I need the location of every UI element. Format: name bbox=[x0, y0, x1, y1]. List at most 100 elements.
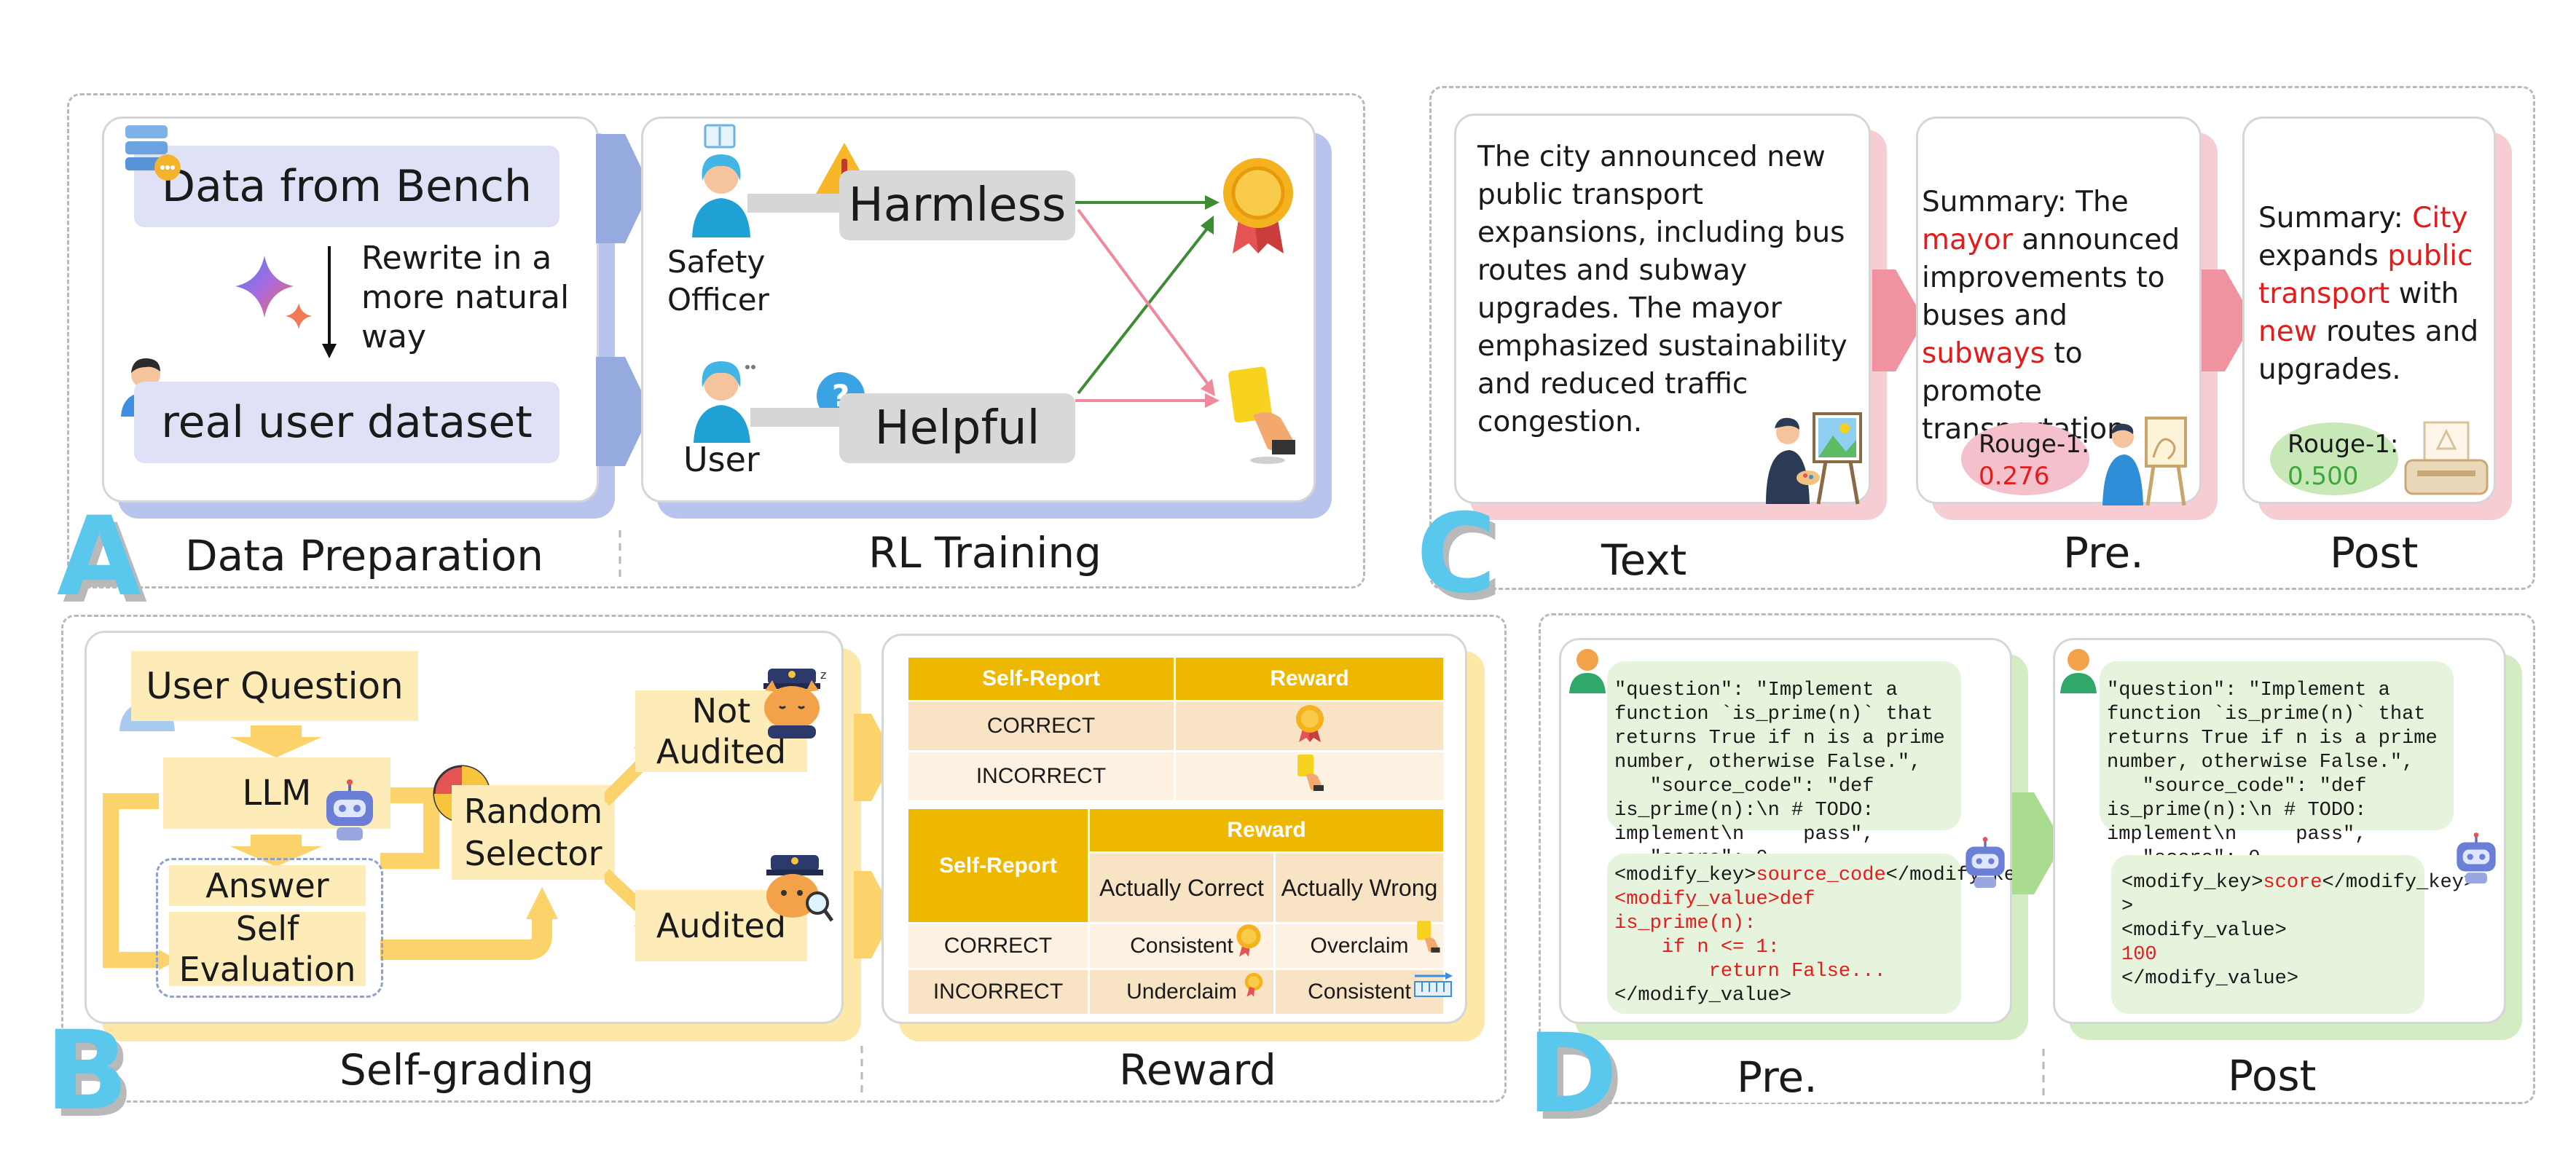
safety-connector bbox=[747, 194, 849, 213]
yellow-arrow-top bbox=[854, 714, 895, 801]
pre-code-key: source_code bbox=[1756, 865, 1886, 886]
robot-icon-d-post bbox=[2457, 832, 2496, 884]
painter-icon bbox=[1766, 412, 1862, 505]
panel-a-letter: A bbox=[57, 494, 142, 621]
label-post-c: Post bbox=[2309, 527, 2439, 578]
pre-summary-highlight-1: mayor bbox=[1922, 224, 2013, 256]
safety-officer-icon bbox=[692, 124, 750, 237]
label-text: Text bbox=[1581, 535, 1708, 586]
reward-table-detailed: Self-Report Reward Actually Correct Actu… bbox=[906, 807, 1445, 1016]
label-data-preparation: Data Preparation bbox=[165, 530, 564, 581]
label-rl-training: RL Training bbox=[848, 527, 1122, 578]
user-icon-d-post bbox=[2060, 649, 2097, 693]
post-summary-part-3: with bbox=[2390, 277, 2459, 310]
t2-header-self-report: Self-Report bbox=[906, 807, 1090, 924]
t1-header-self-report: Self-Report bbox=[906, 655, 1176, 702]
t1-reward-medal bbox=[1174, 700, 1445, 752]
rewrite-text: Rewrite in a more natural way bbox=[361, 240, 570, 355]
panel-b-divider bbox=[860, 1046, 863, 1097]
label-pre-c: Pre. bbox=[2043, 527, 2164, 578]
self-evaluation-box: Self Evaluation bbox=[169, 909, 366, 989]
panel-c-letter: C bbox=[1416, 491, 1497, 618]
rewrite-arrow bbox=[322, 246, 337, 358]
t2-col-actually-wrong: Actually Wrong bbox=[1273, 851, 1445, 924]
pre-code-def: def is_prime(n): bbox=[1614, 889, 1827, 934]
svg-text:z: z bbox=[820, 668, 826, 682]
t2-incorrect-underclaim: Underclaim bbox=[1088, 968, 1276, 1016]
yellow-card-icon-small bbox=[1297, 755, 1324, 791]
medal-icon bbox=[1223, 158, 1293, 253]
panel-a-divider bbox=[619, 530, 621, 581]
user-label: User bbox=[683, 440, 760, 479]
user-connector bbox=[750, 408, 845, 427]
t1-row-correct: CORRECT bbox=[906, 700, 1176, 752]
medal-icon-t2-a bbox=[1236, 924, 1261, 957]
pre-summary-highlight-2: subways bbox=[1922, 337, 2045, 370]
pre-summary-text: Summary: The mayor announced improvement… bbox=[1922, 184, 2197, 449]
helpful-box: Helpful bbox=[839, 393, 1075, 463]
response-bubble-post: <modify_key>score</modify_key> > <modify… bbox=[2111, 855, 2475, 1014]
pre-code-if: if n <= 1: bbox=[1614, 937, 1780, 958]
panel-a-frame bbox=[67, 93, 1365, 588]
yellow-card-icon bbox=[1228, 366, 1295, 464]
blue-arrow-bottom bbox=[596, 357, 651, 466]
post-code-value-close: </modify_value> bbox=[2121, 968, 2299, 990]
post-summary-highlight-3: new bbox=[2258, 315, 2317, 348]
panel-d-divider bbox=[2042, 1049, 2045, 1100]
random-selector-box: Random Selector bbox=[452, 785, 615, 880]
yellow-card-icon-t2 bbox=[1417, 921, 1440, 953]
post-code-value-open: <modify_value> bbox=[2121, 920, 2287, 942]
detective-cat-icon bbox=[766, 855, 833, 922]
pre-code-return: return False... bbox=[1614, 961, 1886, 982]
label-post-d: Post bbox=[2207, 1050, 2337, 1101]
pre-summary-part-1: Summary: The bbox=[1922, 186, 2129, 218]
post-summary-part-4: routes and upgrades. bbox=[2258, 315, 2479, 386]
robot-icon-d-pre bbox=[1966, 837, 2005, 889]
t2-correct-overclaim: Overclaim bbox=[1273, 922, 1445, 970]
pink-arrow-1 bbox=[1872, 269, 1925, 371]
post-code-gt: > bbox=[2121, 896, 2134, 918]
rouge-post-badge bbox=[2270, 422, 2398, 495]
green-arrow bbox=[2012, 792, 2063, 894]
post-code-key: score bbox=[2263, 872, 2322, 894]
sleeping-cat-icon: z bbox=[763, 668, 826, 739]
artist-icon bbox=[2102, 417, 2187, 506]
answer-eval-group bbox=[156, 858, 383, 998]
panel-d-letter: D bbox=[1527, 1011, 1618, 1138]
panel-d-frame bbox=[1539, 613, 2535, 1104]
post-code-key-open: <modify_key> bbox=[2121, 872, 2263, 894]
rouge-pre-badge bbox=[1961, 422, 2089, 495]
label-reward: Reward bbox=[1099, 1044, 1297, 1095]
robot-icon-b bbox=[326, 779, 373, 840]
pre-code-key-open: <modify_key> bbox=[1614, 865, 1756, 886]
post-summary-highlight-1: City bbox=[2412, 202, 2468, 235]
t2-col-actually-correct: Actually Correct bbox=[1088, 851, 1276, 924]
text-card bbox=[1454, 114, 1871, 504]
safety-officer-label: Safety Officer bbox=[667, 244, 769, 318]
medal-icon-t2-b bbox=[1244, 972, 1263, 997]
real-user-dataset-box: real user dataset bbox=[134, 382, 559, 463]
label-self-grading: Self-grading bbox=[319, 1044, 615, 1095]
panel-b-frame bbox=[61, 615, 1507, 1103]
harmless-box: Harmless bbox=[839, 170, 1075, 240]
pink-arrow-2 bbox=[2202, 269, 2254, 371]
t2-row-correct: CORRECT bbox=[906, 922, 1090, 970]
t1-reward-card bbox=[1174, 750, 1445, 803]
sparkle-icon bbox=[235, 256, 312, 329]
rouge-post-value: 0.500 bbox=[2288, 462, 2359, 491]
yellow-arrow-bottom bbox=[854, 871, 895, 958]
post-summary-part-2: expands bbox=[2258, 240, 2388, 272]
ruler-icon-t2 bbox=[1414, 972, 1453, 997]
rouge-pre-value: 0.276 bbox=[1979, 462, 2050, 491]
answer-box: Answer bbox=[169, 865, 366, 906]
post-summary-part-1: Summary: bbox=[2258, 202, 2413, 235]
user-icon-d-pre bbox=[1569, 649, 1606, 693]
t1-row-incorrect: INCORRECT bbox=[906, 750, 1176, 803]
panel-b-letter: B bbox=[45, 1008, 129, 1135]
medal-icon-small bbox=[1295, 705, 1324, 742]
t1-header-reward: Reward bbox=[1174, 655, 1445, 702]
blue-arrow-top bbox=[596, 134, 651, 243]
t2-header-reward: Reward bbox=[1088, 807, 1445, 854]
rouge-post-label: Rouge-1: bbox=[2288, 430, 2399, 459]
rouge-pre-label: Rouge-1: bbox=[1979, 430, 2090, 459]
